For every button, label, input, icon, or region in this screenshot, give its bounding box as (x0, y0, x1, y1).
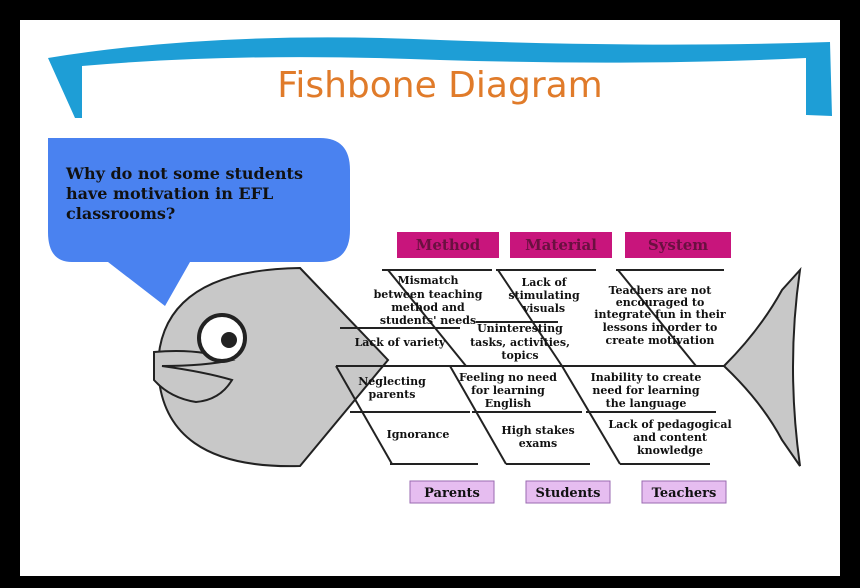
cause-system-1: Teachers are not encouraged to integrate… (594, 284, 726, 347)
cause-students-2: High stakes exams (501, 424, 574, 450)
bone-parents (335, 365, 393, 465)
svg-text:need for learning: need for learning (592, 384, 699, 397)
diagram-title: Fishbone Diagram (277, 65, 603, 106)
svg-text:topics: topics (501, 349, 538, 362)
svg-text:Uninteresting: Uninteresting (477, 322, 563, 335)
fish (153, 266, 802, 468)
svg-text:High stakes: High stakes (501, 424, 574, 437)
svg-text:Lack of variety: Lack of variety (355, 336, 446, 349)
cause-method-1: Mismatch between teaching method and stu… (374, 274, 483, 327)
fish-head (156, 266, 390, 468)
category-system: System (623, 230, 733, 260)
category-parents: Parents (409, 480, 495, 504)
bone-material (497, 269, 563, 367)
cause-parents-2: Ignorance (387, 428, 450, 441)
bone-teachers (561, 365, 621, 465)
svg-text:for learning: for learning (471, 384, 545, 397)
question-line-1: Why do not some students (65, 164, 303, 183)
svg-text:Neglecting: Neglecting (358, 375, 426, 388)
svg-text:the language: the language (606, 397, 687, 410)
cause-material-1: Lack of stimulating visuals (508, 276, 580, 315)
cause-method-2: Lack of variety (355, 336, 446, 349)
svg-text:Inability to create: Inability to create (591, 371, 702, 384)
category-material: Material (508, 230, 614, 260)
question-line-2: have motivation in EFL (66, 184, 273, 203)
fish-tail (722, 266, 802, 467)
bone-system (617, 269, 697, 367)
svg-text:students' needs: students' needs (380, 314, 476, 327)
category-teachers: Teachers (641, 480, 727, 504)
bone-method (387, 269, 467, 367)
svg-text:lessons in order to: lessons in order to (603, 321, 718, 334)
category-students: Students (525, 480, 611, 504)
svg-text:Method: Method (416, 236, 481, 254)
svg-text:Ignorance: Ignorance (387, 428, 450, 441)
category-method: Method (395, 230, 501, 260)
svg-text:System: System (648, 236, 708, 254)
cause-material-2: Uninteresting tasks, activities, topics (470, 322, 570, 362)
bone-students (449, 365, 507, 465)
svg-text:encouraged to: encouraged to (616, 296, 705, 309)
cause-teachers-1: Inability to create need for learning th… (591, 371, 702, 410)
svg-text:create motivation: create motivation (606, 334, 715, 347)
svg-text:Students: Students (536, 486, 601, 501)
svg-text:exams: exams (519, 437, 558, 450)
cause-parents-1: Neglecting parents (358, 375, 426, 401)
svg-text:parents: parents (369, 388, 416, 401)
question-bubble: Why do not some students have motivation… (48, 138, 350, 306)
svg-text:Parents: Parents (424, 486, 480, 501)
svg-text:stimulating: stimulating (508, 289, 580, 302)
title-banner: Fishbone Diagram (48, 37, 832, 118)
svg-text:Mismatch: Mismatch (397, 274, 458, 287)
svg-text:visuals: visuals (522, 302, 565, 315)
svg-text:integrate fun in their: integrate fun in their (594, 308, 726, 321)
svg-text:Feeling no need: Feeling no need (459, 371, 557, 384)
question-line-3: classrooms? (66, 204, 175, 223)
svg-text:Lack of pedagogical: Lack of pedagogical (608, 418, 731, 431)
svg-text:Material: Material (525, 236, 597, 254)
fish-skeleton (335, 269, 724, 465)
svg-text:and content: and content (633, 431, 708, 444)
svg-text:knowledge: knowledge (637, 444, 703, 457)
cause-teachers-2: Lack of pedagogical and content knowledg… (608, 418, 731, 457)
svg-text:tasks, activities,: tasks, activities, (470, 336, 570, 349)
svg-text:English: English (485, 397, 532, 410)
svg-text:Teachers: Teachers (652, 486, 717, 501)
svg-text:Lack of: Lack of (521, 276, 567, 289)
svg-text:Teachers are not: Teachers are not (609, 284, 713, 297)
cause-students-1: Feeling no need for learning English (459, 371, 557, 410)
svg-text:between teaching: between teaching (374, 288, 483, 301)
svg-text:method and: method and (391, 301, 465, 314)
